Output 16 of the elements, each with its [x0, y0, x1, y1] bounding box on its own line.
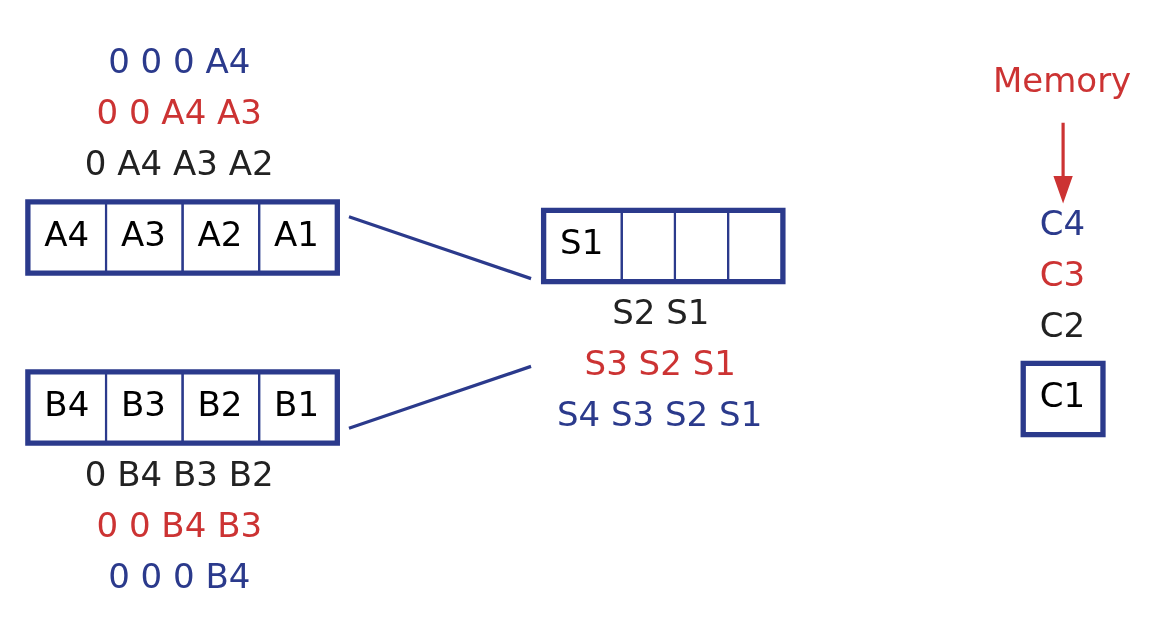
node-label: C3: [1039, 253, 1086, 294]
node-label: 0 0 A4 A3: [96, 91, 263, 132]
node-label: 0 B4 B3 B2: [84, 453, 274, 494]
node-label: C2: [1039, 304, 1086, 345]
arrow: [1053, 122, 1073, 204]
node-label: 0 0 B4 B3: [96, 504, 263, 545]
node-label: S4 S3 S2 S1: [556, 393, 763, 434]
connector: [348, 364, 532, 430]
node-label: S2 S1: [612, 291, 710, 332]
node-label: 0 0 0 A4: [108, 40, 251, 81]
connector: [348, 214, 532, 280]
node-label: S3 S2 S1: [584, 342, 736, 383]
node-label: 0 0 0 B4: [108, 555, 251, 596]
node-text: Memory: [992, 59, 1132, 100]
node-label: 0 A4 A3 A2: [84, 142, 274, 183]
node-label: C4: [1039, 202, 1086, 243]
